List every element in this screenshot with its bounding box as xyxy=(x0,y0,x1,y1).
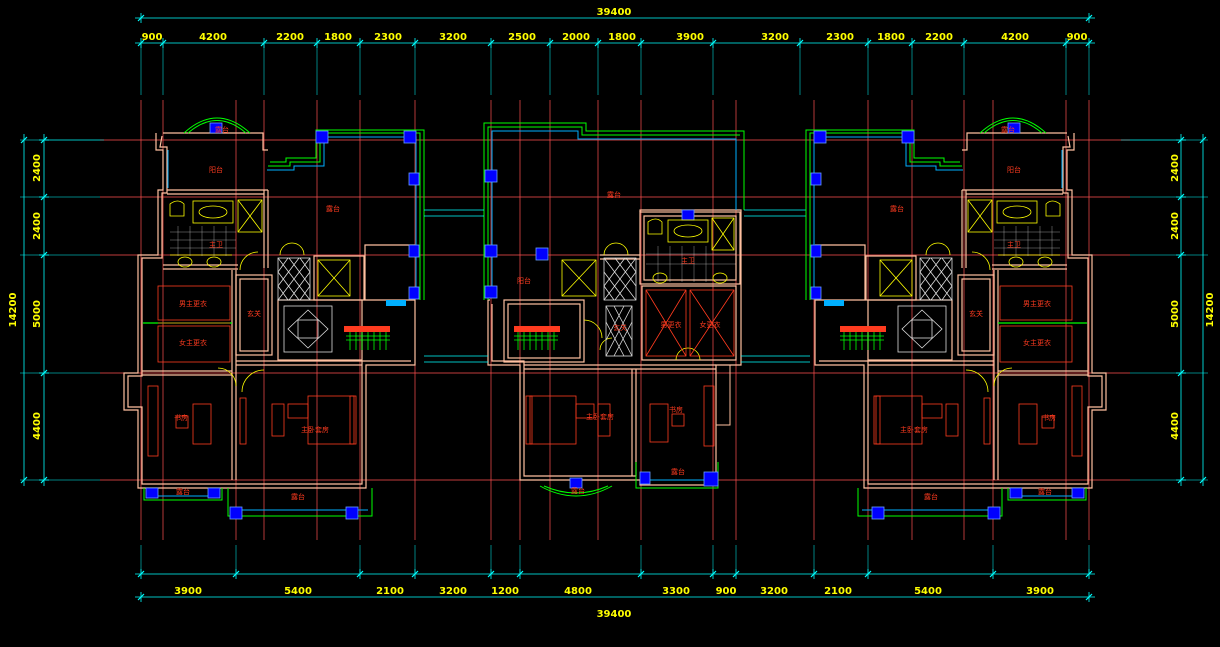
dimension-label: 5400 xyxy=(284,586,312,597)
bottom-segment-dimensions: 3900 5400 2100 3200 1200 4800 3300 900 3200 2100 5… xyxy=(174,586,1054,597)
room-label: 女主更衣 xyxy=(179,338,207,347)
dimension-label: 2300 xyxy=(826,32,854,43)
dimension-label: 900 xyxy=(716,586,737,597)
dimension-label: 3300 xyxy=(662,586,690,597)
dimension-label: 2200 xyxy=(276,32,304,43)
room-label: 玄关 xyxy=(247,309,261,318)
room-label: 阳台 xyxy=(209,165,223,174)
left-unit xyxy=(123,117,425,520)
room-label: 男更衣 xyxy=(661,320,682,329)
room-label: 阳台 xyxy=(517,276,531,285)
dimension-label: 2000 xyxy=(562,32,590,43)
dimension-label: 5000 xyxy=(32,300,43,328)
dimension-label: 900 xyxy=(1067,32,1088,43)
dimension-label: 2100 xyxy=(376,586,404,597)
dimension-label: 3200 xyxy=(761,32,789,43)
dimension-label: 5000 xyxy=(1170,300,1181,328)
left-total-dimension: 14200 xyxy=(8,293,19,328)
right-segment-dimensions: 2400 2400 5000 4400 xyxy=(1170,154,1181,440)
right-unit xyxy=(805,117,1107,520)
middle-unit xyxy=(483,122,745,497)
room-label: 玄关 xyxy=(613,323,627,332)
dimension-label: 2400 xyxy=(32,212,43,240)
bottom-total-dimension: 39400 xyxy=(597,609,632,620)
dimension-tick xyxy=(137,14,145,22)
room-label: 主卧套房 xyxy=(586,412,614,421)
dimension-label: 1800 xyxy=(877,32,905,43)
room-label: 露台 xyxy=(890,204,904,213)
dimension-label: 2400 xyxy=(1170,212,1181,240)
dimension-tick xyxy=(1085,14,1093,22)
room-label: 男主更衣 xyxy=(179,299,207,308)
room-label: 主卧套房 xyxy=(301,425,329,434)
top-total-dimension: 39400 xyxy=(597,7,632,18)
room-label: 女更衣 xyxy=(700,320,721,329)
room-label: 主卫 xyxy=(209,240,223,249)
top-segment-dimensions: 900 4200 2200 1800 2300 3200 2500 2000 1800 3900 3… xyxy=(142,32,1088,43)
room-label: 阳台 xyxy=(1007,165,1021,174)
dimension-label: 2500 xyxy=(508,32,536,43)
dimension-tick xyxy=(137,593,145,601)
dimension-label: 2400 xyxy=(32,154,43,182)
dimension-label: 4200 xyxy=(1001,32,1029,43)
dimension-tick xyxy=(1085,593,1093,601)
room-label: 玄关 xyxy=(969,309,983,318)
dimension-label: 2300 xyxy=(374,32,402,43)
room-label: 露台 xyxy=(326,204,340,213)
dimension-label: 3900 xyxy=(174,586,202,597)
dimension-label: 2400 xyxy=(1170,154,1181,182)
room-label: 露台 xyxy=(1001,125,1015,134)
room-label: 露台 xyxy=(215,125,229,134)
right-total-dimension: 14200 xyxy=(1205,293,1216,328)
room-label: 主卫 xyxy=(681,256,695,265)
dimension-label: 5400 xyxy=(914,586,942,597)
dimension-label: 1200 xyxy=(491,586,519,597)
dimension-label: 4800 xyxy=(564,586,592,597)
room-label: 书房 xyxy=(669,405,683,414)
dimension-label: 3900 xyxy=(676,32,704,43)
dimension-label: 2200 xyxy=(925,32,953,43)
dimension-label: 4400 xyxy=(32,412,43,440)
dimension-label: 1800 xyxy=(324,32,352,43)
dimension-label: 900 xyxy=(142,32,163,43)
room-label: 女主更衣 xyxy=(1023,338,1051,347)
room-label: 男主更衣 xyxy=(1023,299,1051,308)
room-label: 露台 xyxy=(571,486,585,495)
room-label: 露台 xyxy=(176,487,190,496)
room-labels: 露台 阳台 露台 主卫 玄关 男主更衣 女主更衣 书房 主卧套房 露台 露台 露… xyxy=(174,125,1056,501)
room-label: 主卧套房 xyxy=(900,425,928,434)
dimension-label: 4400 xyxy=(1170,412,1181,440)
dimension-lines xyxy=(20,13,1208,602)
room-label: 书房 xyxy=(1042,413,1056,422)
room-label: 书房 xyxy=(174,413,188,422)
room-label: 露台 xyxy=(1038,487,1052,496)
left-segment-dimensions: 2400 2400 5000 4400 xyxy=(32,154,43,440)
room-label: 露台 xyxy=(924,492,938,501)
dimension-label: 3200 xyxy=(439,32,467,43)
dimension-label: 2100 xyxy=(824,586,852,597)
room-label: 露台 xyxy=(671,467,685,476)
room-label: 露台 xyxy=(607,190,621,199)
room-label: 主卫 xyxy=(1007,240,1021,249)
dimension-label: 3900 xyxy=(1026,586,1054,597)
dimension-label: 4200 xyxy=(199,32,227,43)
dimension-label: 3200 xyxy=(439,586,467,597)
dimension-label: 1800 xyxy=(608,32,636,43)
room-label: 露台 xyxy=(291,492,305,501)
dimension-label: 3200 xyxy=(760,586,788,597)
